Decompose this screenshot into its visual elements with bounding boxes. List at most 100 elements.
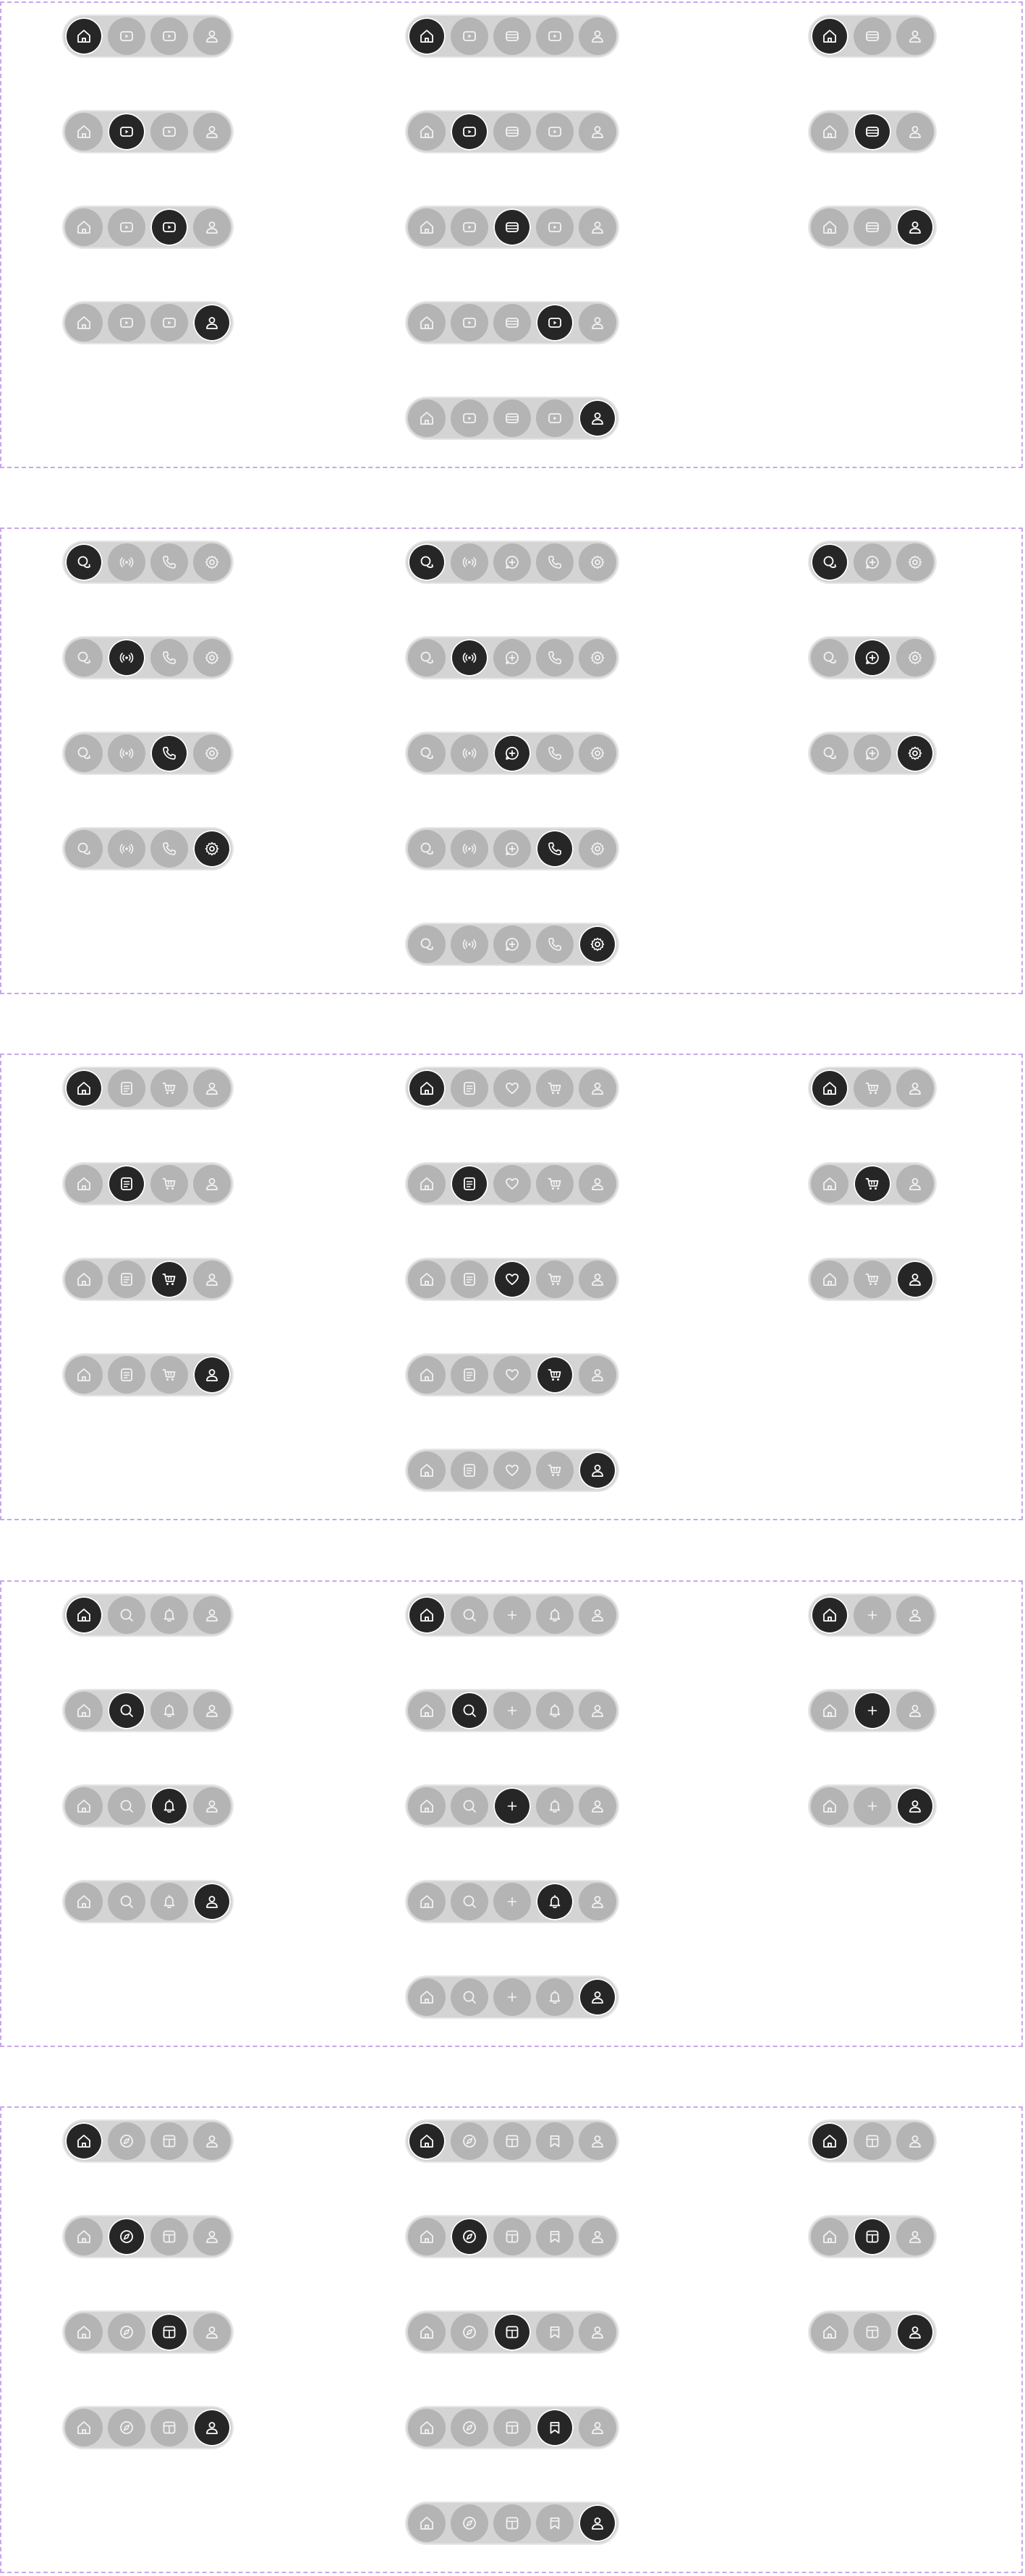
tab-button-broadcast[interactable] xyxy=(108,734,145,772)
tab-button-heart[interactable] xyxy=(493,1452,531,1489)
tab-button-layout[interactable] xyxy=(854,2313,891,2351)
tab-button-cart[interactable] xyxy=(854,1261,891,1298)
tab-button-video[interactable] xyxy=(536,304,574,342)
tab-button-layout[interactable] xyxy=(150,2313,188,2351)
tab-button-home[interactable] xyxy=(811,1596,849,1634)
tab-button-add-chat[interactable] xyxy=(493,734,531,772)
tab-button-user[interactable] xyxy=(193,2313,231,2351)
tab-button-bookmark[interactable] xyxy=(536,2313,574,2351)
tab-button-layout[interactable] xyxy=(493,2218,531,2255)
tab-button-home[interactable] xyxy=(408,2313,446,2351)
tab-button-user[interactable] xyxy=(896,2122,934,2160)
tab-button-video[interactable] xyxy=(536,17,574,55)
tab-button-broadcast[interactable] xyxy=(451,830,488,868)
tab-button-home[interactable] xyxy=(65,2409,103,2446)
tab-button-broadcast[interactable] xyxy=(451,543,488,581)
tab-button-search[interactable] xyxy=(108,1883,145,1920)
tab-button-heart[interactable] xyxy=(493,1165,531,1203)
tab-button-chat[interactable] xyxy=(408,543,446,581)
tab-button-cart[interactable] xyxy=(536,1165,574,1203)
tab-button-search[interactable] xyxy=(451,1692,488,1729)
tab-button-phone[interactable] xyxy=(536,830,574,868)
tab-button-home[interactable] xyxy=(65,304,103,342)
tab-button-home[interactable] xyxy=(408,208,446,246)
tab-button-user[interactable] xyxy=(579,1596,616,1634)
tab-button-gear[interactable] xyxy=(896,543,934,581)
tab-button-heart[interactable] xyxy=(493,1261,531,1298)
tab-button-wallet[interactable] xyxy=(493,113,531,151)
tab-button-home[interactable] xyxy=(408,113,446,151)
tab-button-chat[interactable] xyxy=(811,639,849,677)
tab-button-home[interactable] xyxy=(811,17,849,55)
tab-button-search[interactable] xyxy=(108,1787,145,1825)
tab-button-home[interactable] xyxy=(811,2313,849,2351)
tab-button-video[interactable] xyxy=(451,17,488,55)
tab-button-user[interactable] xyxy=(896,208,934,246)
tab-button-search[interactable] xyxy=(451,1596,488,1634)
tab-button-bookmark[interactable] xyxy=(536,2122,574,2160)
tab-button-bell[interactable] xyxy=(150,1596,188,1634)
tab-button-home[interactable] xyxy=(408,1596,446,1634)
tab-button-plus[interactable] xyxy=(493,1692,531,1729)
tab-button-home[interactable] xyxy=(408,2122,446,2160)
tab-button-home[interactable] xyxy=(65,2313,103,2351)
tab-button-layout[interactable] xyxy=(493,2313,531,2351)
tab-button-chat[interactable] xyxy=(408,925,446,963)
tab-button-layout[interactable] xyxy=(150,2218,188,2255)
tab-button-video[interactable] xyxy=(451,304,488,342)
tab-button-user[interactable] xyxy=(193,1165,231,1203)
tab-button-broadcast[interactable] xyxy=(451,734,488,772)
tab-button-video[interactable] xyxy=(451,113,488,151)
tab-button-cart[interactable] xyxy=(854,1069,891,1107)
tab-button-home[interactable] xyxy=(811,2218,849,2255)
tab-button-plus[interactable] xyxy=(854,1787,891,1825)
tab-button-compass[interactable] xyxy=(108,2218,145,2255)
tab-button-phone[interactable] xyxy=(536,639,574,677)
tab-button-video[interactable] xyxy=(150,304,188,342)
tab-button-document[interactable] xyxy=(451,1356,488,1394)
tab-button-gear[interactable] xyxy=(579,830,616,868)
tab-button-phone[interactable] xyxy=(536,543,574,581)
tab-button-chat[interactable] xyxy=(811,543,849,581)
tab-button-user[interactable] xyxy=(193,1883,231,1920)
tab-button-plus[interactable] xyxy=(493,1787,531,1825)
tab-button-home[interactable] xyxy=(408,1261,446,1298)
tab-button-user[interactable] xyxy=(579,2313,616,2351)
tab-button-document[interactable] xyxy=(108,1356,145,1394)
tab-button-home[interactable] xyxy=(65,1692,103,1729)
tab-button-home[interactable] xyxy=(65,208,103,246)
tab-button-user[interactable] xyxy=(579,1692,616,1729)
tab-button-user[interactable] xyxy=(896,113,934,151)
tab-button-layout[interactable] xyxy=(150,2122,188,2160)
tab-button-home[interactable] xyxy=(811,1261,849,1298)
tab-button-home[interactable] xyxy=(65,1261,103,1298)
tab-button-user[interactable] xyxy=(579,1978,616,2016)
tab-button-video[interactable] xyxy=(108,304,145,342)
tab-button-chat[interactable] xyxy=(408,830,446,868)
tab-button-layout[interactable] xyxy=(493,2409,531,2446)
tab-button-home[interactable] xyxy=(811,208,849,246)
tab-button-home[interactable] xyxy=(408,2409,446,2446)
tab-button-user[interactable] xyxy=(896,1261,934,1298)
tab-button-user[interactable] xyxy=(193,1261,231,1298)
tab-button-cart[interactable] xyxy=(854,1165,891,1203)
tab-button-home[interactable] xyxy=(408,1978,446,2016)
tab-button-video[interactable] xyxy=(451,399,488,437)
tab-button-add-chat[interactable] xyxy=(493,925,531,963)
tab-button-compass[interactable] xyxy=(108,2313,145,2351)
tab-button-bookmark[interactable] xyxy=(536,2409,574,2446)
tab-button-search[interactable] xyxy=(451,1978,488,2016)
tab-button-home[interactable] xyxy=(408,399,446,437)
tab-button-home[interactable] xyxy=(811,1787,849,1825)
tab-button-video[interactable] xyxy=(150,113,188,151)
tab-button-document[interactable] xyxy=(108,1261,145,1298)
tab-button-document[interactable] xyxy=(108,1165,145,1203)
tab-button-home[interactable] xyxy=(408,1165,446,1203)
tab-button-compass[interactable] xyxy=(451,2313,488,2351)
tab-button-user[interactable] xyxy=(193,1787,231,1825)
tab-button-bell[interactable] xyxy=(150,1787,188,1825)
tab-button-user[interactable] xyxy=(896,1787,934,1825)
tab-button-user[interactable] xyxy=(193,2409,231,2446)
tab-button-gear[interactable] xyxy=(579,639,616,677)
tab-button-plus[interactable] xyxy=(493,1883,531,1920)
